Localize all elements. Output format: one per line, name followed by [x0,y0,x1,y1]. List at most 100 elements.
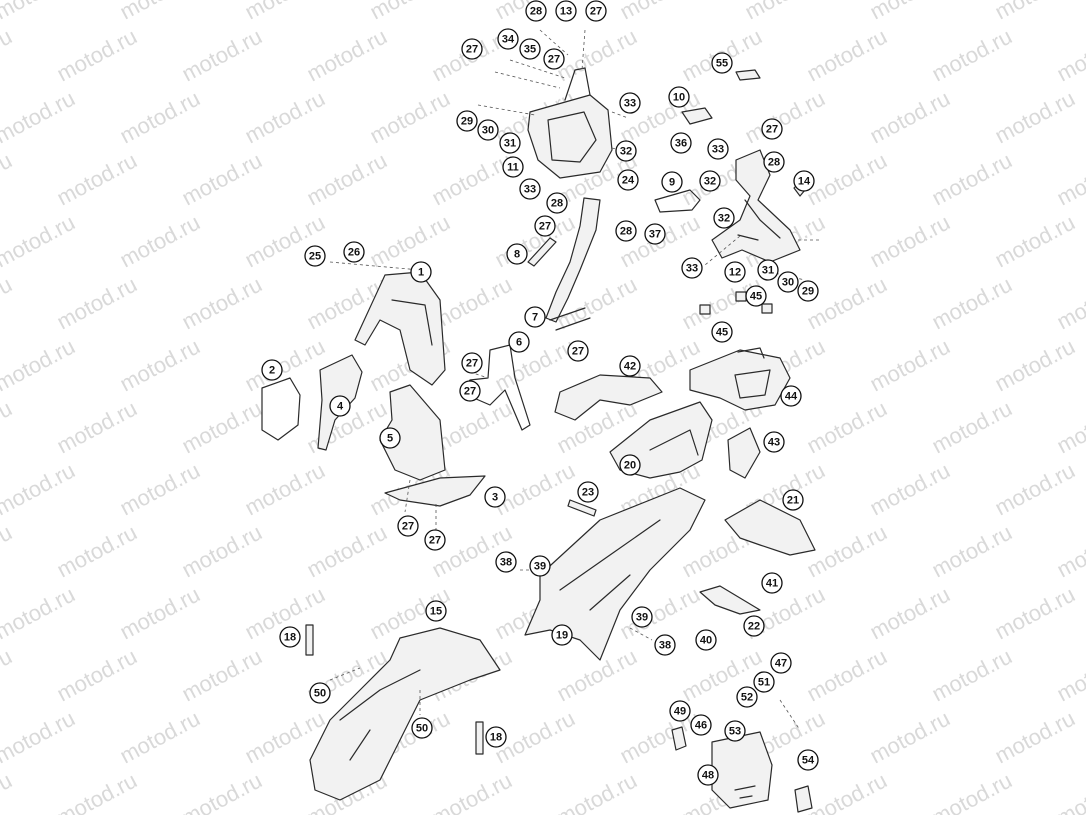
callout-circle [529,555,551,577]
watermark-text: motod.ru [1053,24,1086,87]
callout-number: 23 [582,487,594,499]
watermark-text: motod.ru [0,644,16,707]
part-callout-12: 12 [724,261,746,283]
watermark-text: motod.ru [116,706,204,769]
fuel-tube-7-base [549,307,591,331]
part-callout-39: 39 [529,555,551,577]
callout-circle [681,257,703,279]
callout-circle [780,385,802,407]
part-callout-32: 32 [615,140,637,162]
callout-circle [279,626,301,648]
watermark-text: motod.ru [866,0,954,24]
fuel-tube-7-part [545,197,601,323]
watermark-text: motod.ru [0,210,79,273]
part-callout-46: 46 [690,714,712,736]
part-callout-37: 37 [644,223,666,245]
part-callout-2: 2 [261,359,283,381]
callout-number: 5 [387,433,393,445]
watermark-text: motod.ru [1053,644,1086,707]
callout-circle [763,431,785,453]
watermark-text: motod.ru [866,582,954,645]
callout-circle [304,245,326,267]
callout-number: 25 [309,251,321,263]
callout-circle [631,606,653,628]
watermark-text: motod.ru [991,458,1079,521]
callout-number: 27 [429,535,441,547]
callout-number: 26 [348,247,360,259]
part-callout-55: 55 [711,52,733,74]
callout-circle [459,380,481,402]
part-callout-18: 18 [279,626,301,648]
part-callout-5: 5 [379,427,401,449]
callout-number: 29 [461,116,473,128]
callout-circle [617,169,639,191]
callout-number: 32 [620,146,632,158]
callout-number: 27 [766,124,778,136]
callout-circle [477,119,499,141]
part-callout-42: 42 [619,355,641,377]
callout-circle [456,110,478,132]
watermark-text: motod.ru [0,334,79,397]
callout-number: 37 [649,229,661,241]
part-55 [735,69,761,81]
decal-18-b [475,721,484,755]
callout-number: 34 [502,34,515,46]
watermark-text: motod.ru [866,210,954,273]
watermark-text: motod.ru [991,706,1079,769]
watermark-text: motod.ru [303,520,391,583]
watermark-text: motod.ru [803,148,891,211]
front-fender-15-detail [339,669,421,761]
callout-number: 27 [548,54,560,66]
callout-circle [524,306,546,328]
callout-number: 32 [718,213,730,225]
callout-circle [425,600,447,622]
part-callout-28: 28 [525,0,547,22]
callout-number: 38 [500,557,512,569]
callout-number: 8 [514,249,520,261]
part-callout-25: 25 [304,245,326,267]
callout-number: 7 [532,312,538,324]
part-callout-27: 27 [397,515,419,537]
part-callout-11: 11 [502,156,524,178]
callout-number: 42 [624,361,636,373]
callout-circle [567,340,589,362]
frame-guard-12-detail [737,199,781,241]
part-callout-7: 7 [524,306,546,328]
callout-circle [543,48,565,70]
part-callout-21: 21 [782,489,804,511]
side-panel-1-part [354,271,446,386]
callout-circle [546,192,568,214]
part-callout-54: 54 [797,749,819,771]
callout-number: 22 [748,621,760,633]
tail-section-20-detail [649,429,699,456]
watermark-text: motod.ru [616,0,704,24]
callout-number: 47 [775,658,787,670]
callout-number: 27 [539,221,551,233]
part-callout-35: 35 [519,38,541,60]
callout-number: 45 [750,291,762,303]
callout-circle [261,359,283,381]
part-callout-30: 30 [777,271,799,293]
part-callout-44: 44 [780,385,802,407]
bracket-10-part [681,107,713,125]
watermark-text: motod.ru [928,272,1016,335]
callout-number: 33 [524,184,536,196]
part-callout-6: 6 [508,331,530,353]
callout-circle [761,572,783,594]
part-callout-26: 26 [343,241,365,263]
watermark-text: motod.ru [0,86,79,149]
callout-number: 39 [636,612,648,624]
callout-circle [797,749,819,771]
watermark-text: motod.ru [116,582,204,645]
part-8 [527,237,557,267]
callout-number: 51 [758,677,770,689]
callout-number: 12 [729,267,741,279]
watermark-text: motod.ru [616,706,704,769]
watermark-text: motod.ru [0,24,16,87]
watermark-text: motod.ru [991,210,1079,273]
callout-circle [551,624,573,646]
part-callout-27: 27 [761,118,783,140]
callout-circle [499,132,521,154]
watermark-text: motod.ru [116,0,204,24]
callout-circle [743,615,765,637]
